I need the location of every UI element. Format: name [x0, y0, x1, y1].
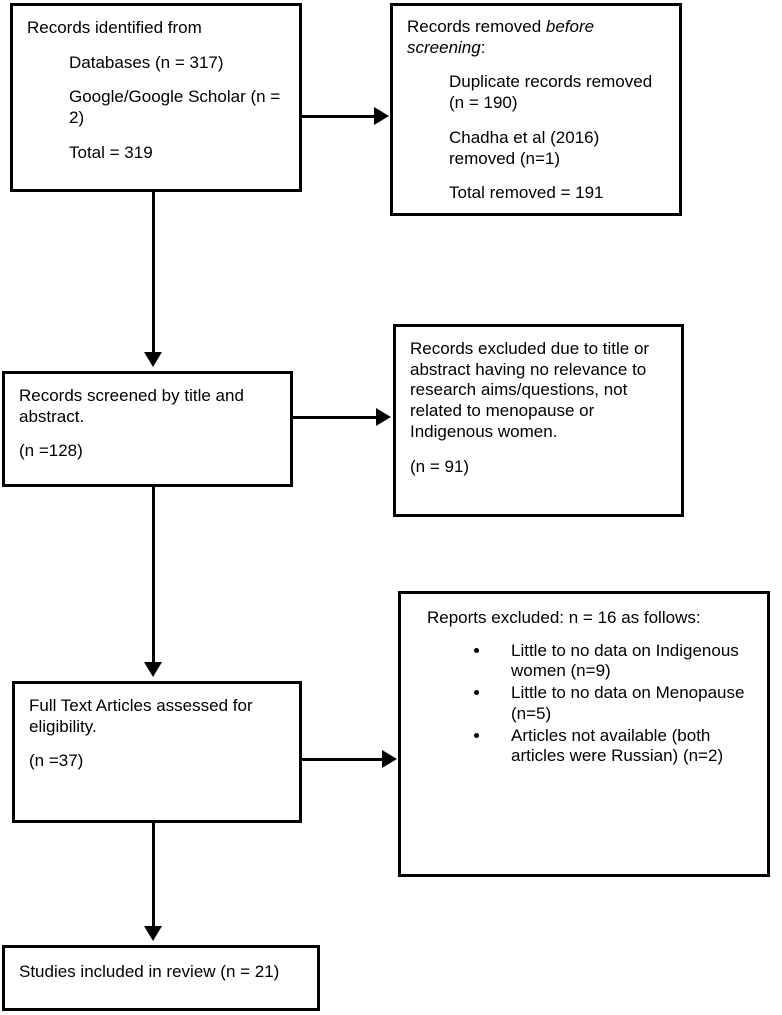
records-screened-count: (n =128) [19, 441, 83, 461]
records-excluded-count: (n = 91) [410, 456, 470, 476]
records-removed-heading-prefix: Records removed [407, 17, 546, 36]
arrow-eligibility-to-reports-excluded-head [382, 750, 397, 768]
studies-included-box: Studies included in review (n = 21) [2, 945, 320, 1011]
records-identified-box: Records identified from Databases (n = 3… [10, 3, 302, 192]
arrow-identification-to-screened-line [152, 192, 155, 354]
records-removed-before-screening-box: Records removed before screening: Duplic… [390, 3, 682, 216]
arrow-identification-to-removed-head [374, 107, 389, 125]
reports-excluded-heading: Reports excluded: n = 16 as follows: [427, 608, 701, 627]
reports-excluded-box: Reports excluded: n = 16 as follows: Lit… [398, 591, 770, 877]
records-excluded-box: Records excluded due to title or abstrac… [393, 324, 684, 517]
arrow-eligibility-to-included-line [152, 823, 155, 928]
arrow-screened-to-excluded-line [293, 416, 378, 419]
arrow-identification-to-screened-head [144, 352, 162, 367]
records-identified-heading: Records identified from [27, 18, 202, 37]
arrow-screened-to-eligibility-head [144, 662, 162, 677]
records-excluded-reason: Records excluded due to title or abstrac… [410, 339, 650, 441]
reports-excluded-list: Little to no data on Indigenous women (n… [415, 641, 753, 767]
arrow-identification-to-removed-line [302, 115, 376, 118]
records-identified-databases: Databases (n = 317) [69, 52, 224, 72]
chadha-removed: Chadha et al (2016) removed (n=1) [449, 127, 600, 168]
full-text-assessed-count: (n =37) [29, 751, 84, 771]
records-removed-heading-suffix: : [480, 37, 486, 57]
arrow-screened-to-eligibility-line [152, 487, 155, 664]
records-screened-text: Records screened by title and abstract. [19, 386, 244, 426]
records-removed-heading-italic: before screening [407, 17, 595, 57]
records-screened-box: Records screened by title and abstract. … [2, 371, 293, 487]
full-text-assessed-box: Full Text Articles assessed for eligibil… [12, 681, 302, 823]
list-item: Little to no data on Indigenous women (n… [491, 641, 753, 682]
records-identified-total: Total = 319 [69, 142, 153, 162]
arrow-screened-to-excluded-head [376, 408, 391, 426]
studies-included-text: Studies included in review (n = 21) [19, 962, 280, 981]
arrow-eligibility-to-included-head [144, 926, 162, 941]
records-removed-heading: Records removed before screening: [407, 17, 665, 58]
list-item: Articles not available (both articles we… [491, 726, 753, 767]
records-identified-google: Google/Google Scholar (n = 2) [69, 87, 281, 128]
total-removed: Total removed = 191 [449, 183, 604, 203]
arrow-eligibility-to-reports-excluded-line [302, 758, 384, 761]
full-text-assessed-text: Full Text Articles assessed for eligibil… [29, 696, 253, 736]
duplicate-records-removed: Duplicate records removed (n = 190) [449, 72, 653, 113]
list-item: Little to no data on Menopause (n=5) [491, 683, 753, 724]
